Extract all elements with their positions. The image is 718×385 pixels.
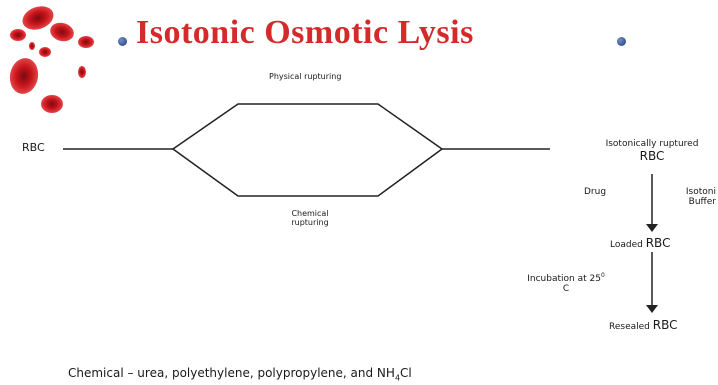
drug-label: Drug <box>584 187 606 197</box>
chemical-rupturing-label: Chemical rupturing <box>282 209 338 227</box>
isotonic-buffer-label: Isotoni Buffer <box>660 187 716 207</box>
incubation-label: Incubation at 250 C <box>518 272 614 294</box>
resealed-rbc-label: Resealed RBC <box>609 318 678 332</box>
loaded-rbc-label: Loaded RBC <box>610 236 670 250</box>
arrow-loading-head <box>646 224 658 232</box>
physical-rupturing-label: Physical rupturing <box>269 72 341 81</box>
arrow-resealing-head <box>646 305 658 313</box>
physical-rupturing-path <box>173 104 442 149</box>
rbc-label: RBC <box>22 141 45 154</box>
isotonically-ruptured-rbc-label: Isotonically ruptured RBC <box>582 139 718 163</box>
chemical-agents-note: Chemical – urea, polyethylene, polypropy… <box>68 366 412 382</box>
chemical-rupturing-path <box>173 149 442 196</box>
